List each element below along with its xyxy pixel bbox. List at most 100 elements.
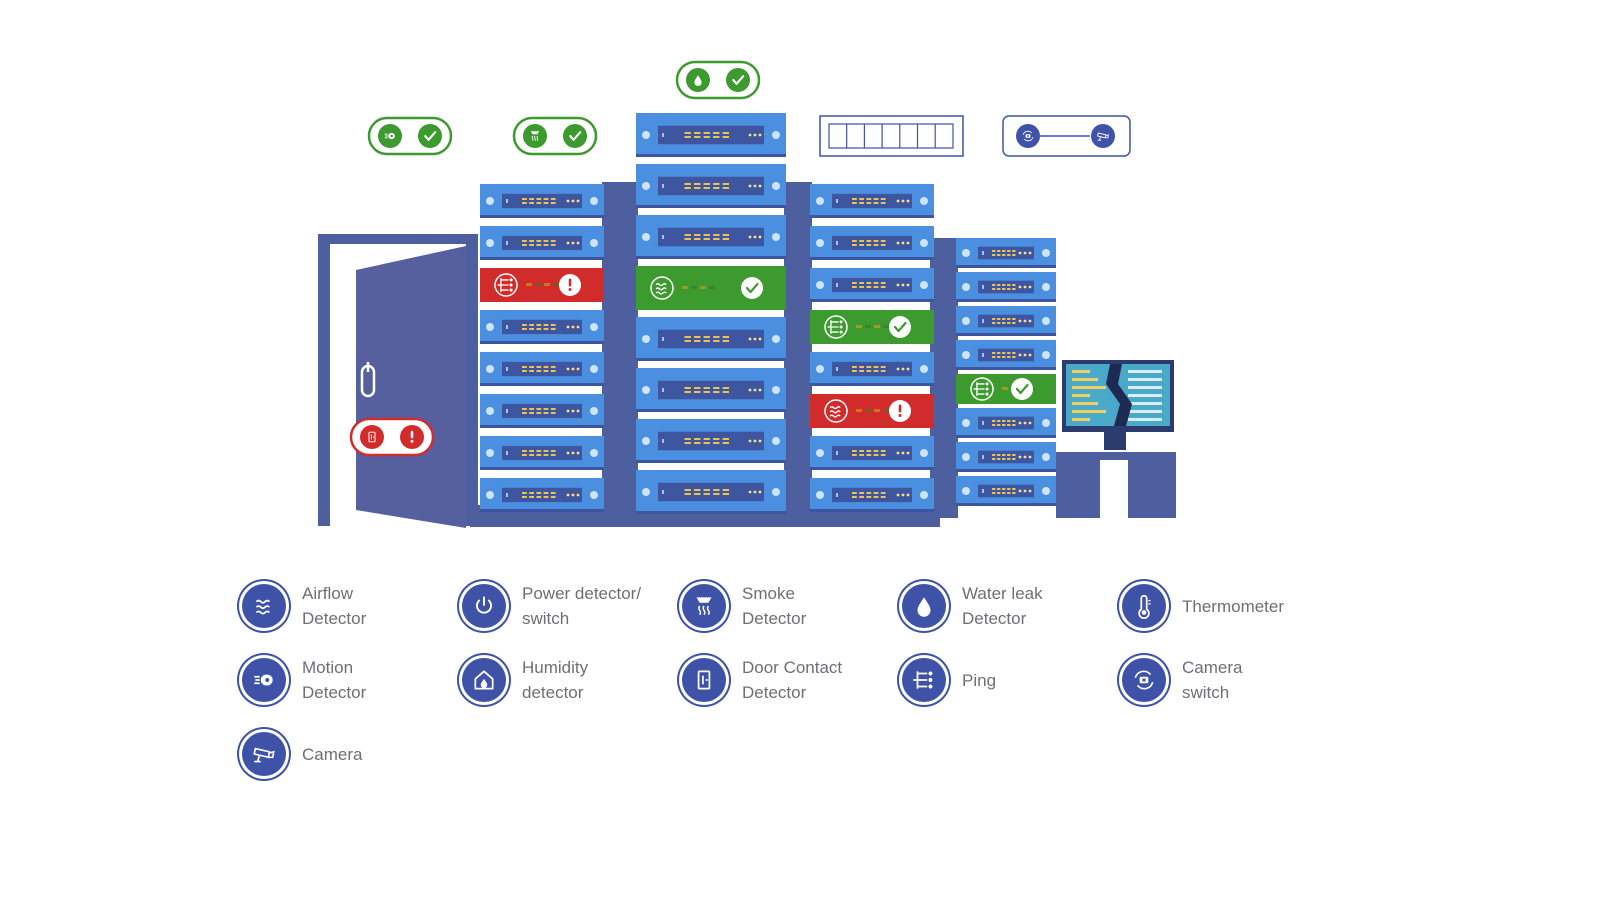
- camera-link: [1002, 115, 1131, 157]
- status-icon-ring: [824, 399, 848, 423]
- ventilation-grille: [819, 115, 964, 157]
- legend-item-ping: Ping: [902, 654, 1117, 706]
- door-contact-icon: [368, 431, 376, 443]
- door-handle: [360, 362, 376, 398]
- motion-icon: [384, 133, 395, 139]
- status-pill: [512, 116, 598, 156]
- ping-icon: [902, 658, 946, 702]
- power-icon: [462, 584, 506, 628]
- airflow-icon: [655, 283, 667, 295]
- server-unit: [956, 238, 1056, 268]
- desk-leg: [1056, 460, 1100, 518]
- server-unit: [956, 374, 1056, 404]
- water-drop-icon: [694, 75, 702, 86]
- server-unit: [636, 317, 786, 361]
- server-unit: [480, 310, 604, 344]
- check-badge: [726, 68, 750, 92]
- check-badge: [563, 124, 587, 148]
- server-unit: [956, 272, 1056, 302]
- ping-icon: [827, 320, 843, 334]
- server-unit: [636, 164, 786, 208]
- status-pill: [367, 116, 453, 156]
- humidity-icon: [462, 658, 506, 702]
- airflow-icon: [242, 584, 286, 628]
- airflow-icon: [829, 406, 841, 418]
- server-unit: [636, 266, 786, 310]
- door-frame-right: [466, 234, 478, 526]
- server-unit: [480, 268, 604, 302]
- legend-item-camera: Camera: [242, 728, 457, 780]
- camera-switch-icon: [1022, 130, 1034, 142]
- door-frame-top: [318, 234, 478, 244]
- server-unit: [956, 306, 1056, 336]
- server-unit: [636, 113, 786, 157]
- motion-icon: [242, 658, 286, 702]
- camera-switch-icon: [1122, 658, 1166, 702]
- monitor: [1062, 360, 1174, 450]
- server-unit: [636, 368, 786, 412]
- legend-item-thermometer: Thermometer: [1122, 580, 1337, 632]
- server-unit: [956, 476, 1056, 506]
- status-icon-ring: [494, 273, 518, 297]
- server-unit: [810, 310, 934, 344]
- legend-item-power: Power detector/switch: [462, 580, 677, 632]
- server-unit: [810, 184, 934, 218]
- status-pill: [349, 417, 435, 457]
- server-unit: [480, 184, 604, 218]
- server-unit: [810, 268, 934, 302]
- open-door: [356, 246, 466, 528]
- legend-label: Camera: [302, 744, 363, 764]
- check-badge: [889, 316, 911, 338]
- ping-icon: [497, 278, 513, 292]
- server-unit: [810, 394, 934, 428]
- door-frame-left: [318, 234, 330, 526]
- server-unit: [480, 478, 604, 512]
- server-unit: [810, 436, 934, 470]
- server-unit: [480, 352, 604, 386]
- ping-icon: [973, 382, 989, 396]
- camera-icon-circle: [1091, 124, 1115, 148]
- sensor-icon-circle: [360, 425, 384, 449]
- server-unit: [636, 215, 786, 259]
- rack-gap: [784, 182, 812, 512]
- server-unit: [480, 436, 604, 470]
- smoke-icon: [682, 584, 726, 628]
- server-unit: [480, 226, 604, 260]
- status-pill: [675, 60, 761, 100]
- legend-label: Power detector/switch: [522, 584, 642, 628]
- server-unit: [956, 442, 1056, 472]
- status-icon-ring: [650, 276, 674, 300]
- rack-gap: [930, 238, 958, 518]
- server-unit: [810, 352, 934, 386]
- status-icon-ring: [824, 315, 848, 339]
- rack-gap: [602, 182, 638, 512]
- check-badge: [418, 124, 442, 148]
- server-unit: [956, 340, 1056, 370]
- desk-leg: [1128, 460, 1176, 518]
- camera-icon: [242, 732, 286, 776]
- desk-top: [1056, 452, 1176, 460]
- thermometer-icon: [1122, 584, 1166, 628]
- server-unit: [636, 470, 786, 514]
- legend-label: Ping: [962, 670, 997, 690]
- smoke-icon: [530, 131, 540, 142]
- door-contact-icon: [682, 658, 726, 702]
- server-unit: [810, 226, 934, 260]
- check-badge: [741, 277, 763, 299]
- server-unit: [636, 419, 786, 463]
- server-unit: [956, 408, 1056, 438]
